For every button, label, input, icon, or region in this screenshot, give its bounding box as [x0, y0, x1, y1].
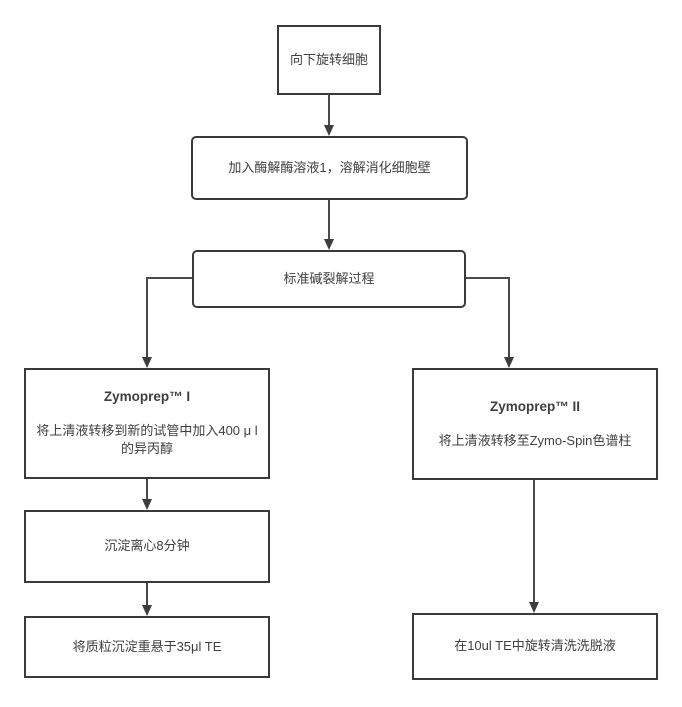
connector-lysis-to-zymoprep1-vertical [146, 277, 148, 357]
flow-node-elute: 在10ul TE中旋转清洗洗脱液 [412, 613, 658, 680]
node-label: 将上清液转移至Zymo-Spin色谱柱 [438, 432, 632, 448]
node-label: 向下旋转细胞 [289, 51, 368, 67]
arrow-down-icon [324, 125, 334, 136]
flow-node-alkaline-lysis: 标准碱裂解过程 [192, 250, 466, 308]
connector-zymoprep1-to-pellet [146, 479, 148, 499]
connector-pellet-to-resuspend [146, 583, 148, 605]
connector-spin-down-to-zymolyase [328, 94, 330, 125]
connector-zymoprep2-to-elute [533, 480, 535, 602]
node-title: Zymoprep™ II [489, 398, 580, 414]
node-label: 标准碱裂解过程 [283, 270, 375, 286]
connector-lysis-to-zymoprep1-horizontal [146, 277, 192, 279]
flow-node-zymoprep-2: Zymoprep™ II 将上清液转移至Zymo-Spin色谱柱 [412, 368, 658, 480]
connector-lysis-to-zymoprep2-vertical [508, 277, 510, 357]
arrow-down-icon [324, 239, 334, 250]
connector-zymolyase-to-lysis [328, 200, 330, 239]
flow-node-pellet-spin: 沉淀离心8分钟 [24, 510, 270, 583]
node-label: 在10ul TE中旋转清洗洗脱液 [454, 638, 616, 654]
arrow-down-icon [142, 357, 152, 368]
node-title: Zymoprep™ I [103, 389, 191, 405]
arrow-down-icon [142, 605, 152, 616]
node-label: 加入酶解酶溶液1，溶解消化细胞壁 [228, 159, 431, 175]
flow-node-spin-down-cells: 向下旋转细胞 [277, 25, 381, 95]
flow-node-add-zymolyase: 加入酶解酶溶液1，溶解消化细胞壁 [191, 136, 468, 200]
node-label: 将质粒沉淀重悬于35μl TE [72, 638, 222, 654]
node-label: 将上清液转移到新的试管中加入400 μ l 的异丙醇 [36, 423, 258, 457]
arrow-down-icon [142, 499, 152, 510]
connector-lysis-to-zymoprep2-horizontal [466, 277, 510, 279]
flow-node-zymoprep-1: Zymoprep™ I 将上清液转移到新的试管中加入400 μ l 的异丙醇 [24, 368, 270, 479]
node-label: 沉淀离心8分钟 [104, 538, 190, 554]
arrow-down-icon [529, 602, 539, 613]
arrow-down-icon [504, 357, 514, 368]
flow-node-resuspend: 将质粒沉淀重悬于35μl TE [24, 616, 270, 678]
